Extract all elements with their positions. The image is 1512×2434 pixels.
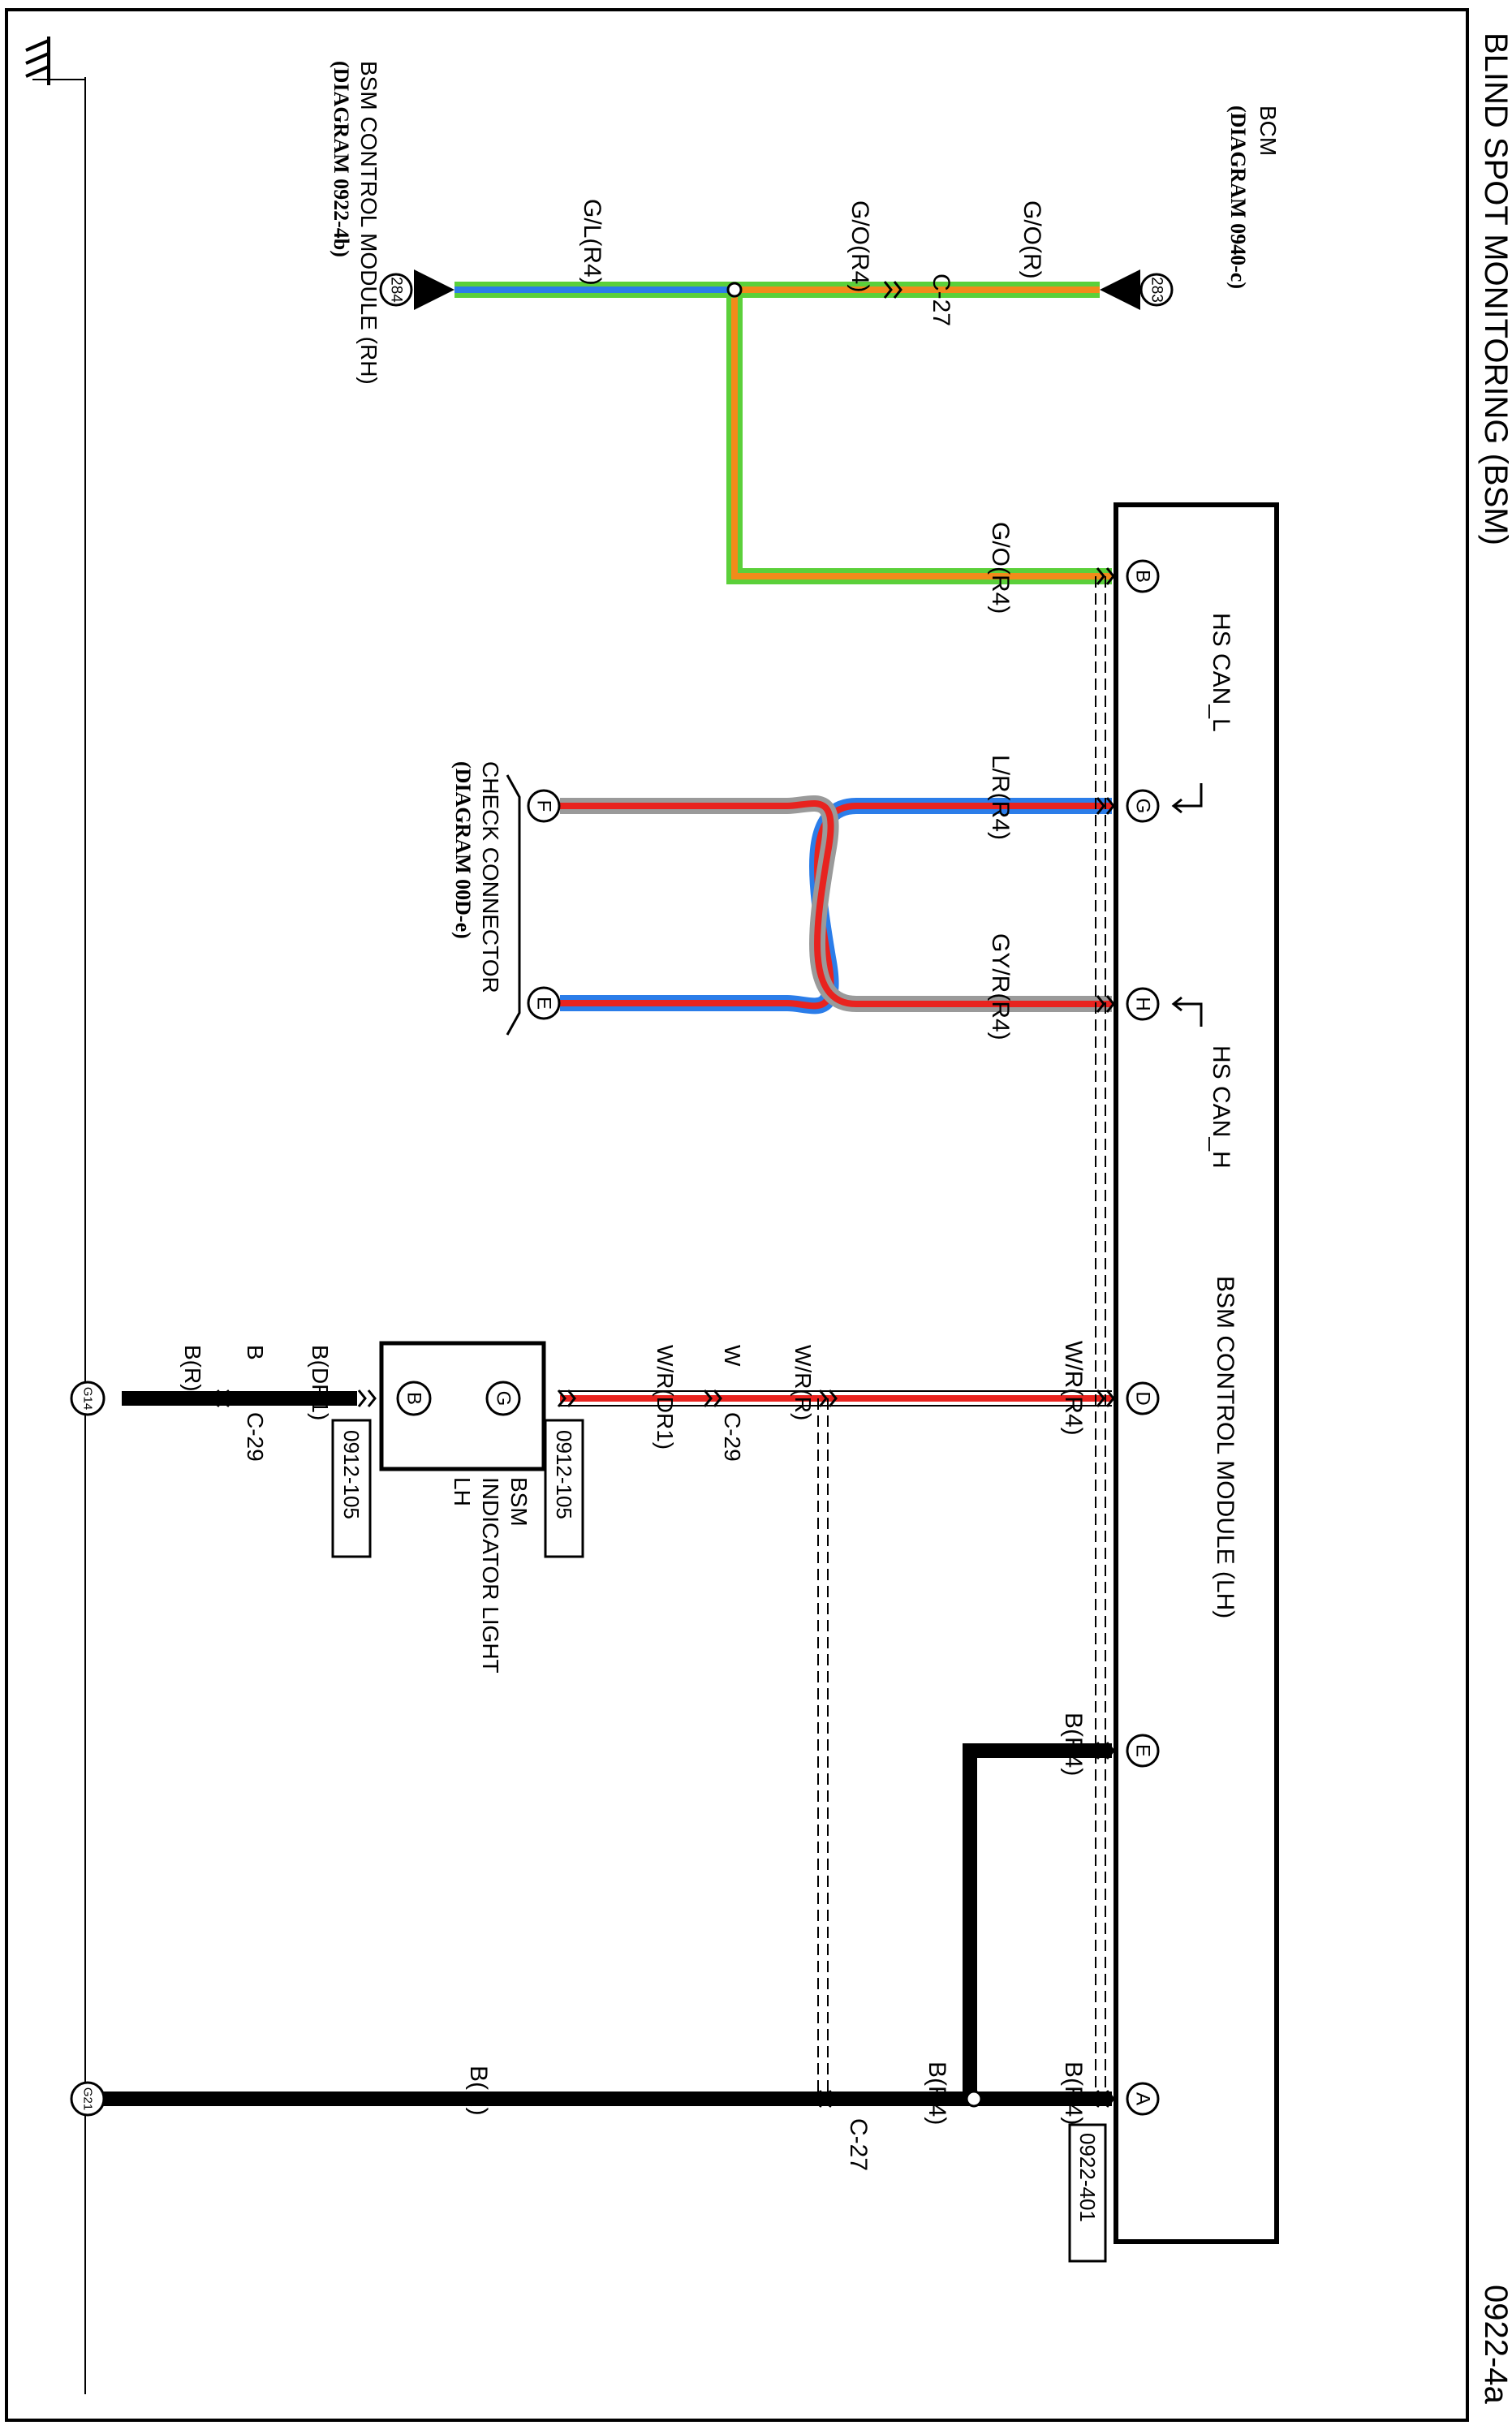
indicator-name-line2: INDICATOR LIGHT (478, 1477, 503, 1674)
check-connector-name: CHECK CONNECTOR (478, 761, 503, 993)
svg-text:F: F (533, 800, 555, 812)
harness-dashes (817, 576, 1106, 2099)
svg-text:G21: G21 (81, 2087, 95, 2110)
check-connector-ref: (DIAGRAM 00D-e) (451, 761, 475, 939)
svg-text:0912-105: 0912-105 (552, 1430, 576, 1519)
wire-label-go-r: G/O(R) (1019, 200, 1045, 279)
bsm-rh-name: BSM CONTROL MODULE (RH) (356, 61, 381, 385)
ground-g14: G14 (70, 1381, 106, 1416)
svg-text:B: B (403, 1392, 425, 1405)
wire-label-pin-h: GY/R(R4) (987, 933, 1014, 1040)
diagram-frame (5, 8, 1469, 2422)
connector-label-c29-bottom: C-29 (243, 1412, 268, 1462)
wire-label-pin-b: G/O(R4) (987, 522, 1014, 614)
page-title: BLIND SPOT MONITORING (BSM) (1478, 32, 1512, 545)
wire-label-b: B (243, 1345, 268, 1360)
svg-text:B: B (1132, 570, 1154, 583)
module-ref-box: 0922-401 (1068, 2123, 1107, 2263)
wire-label-b-r-g21: B(R) (465, 2066, 492, 2116)
wire-label-pin-e: B(R4) (1060, 1712, 1087, 1776)
wire-label-wr-r: W/R(R) (790, 1345, 816, 1420)
bsm-indicator-light: G B (379, 1341, 546, 1471)
ground-bus (25, 37, 86, 2394)
indicator-ref-box-g: 0912-105 (544, 1419, 584, 1558)
wire-label-b-r4-ground: B(R4) (924, 2061, 950, 2125)
hs-can-l-label: HS CAN_L (1208, 613, 1234, 732)
wire-label-pin-g: L/R(R4) (987, 755, 1014, 840)
svg-text:284: 284 (388, 277, 405, 303)
can-h-arrow-icon (1171, 996, 1203, 1027)
can-l-arrow-icon (1171, 783, 1203, 814)
bsm-lh-module-name: BSM CONTROL MODULE (LH) (1212, 1276, 1238, 1618)
bsm-rh-ref: (DIAGRAM 0922-4b) (330, 61, 353, 257)
svg-text:G: G (1132, 799, 1154, 814)
svg-text:0912-105: 0912-105 (339, 1430, 364, 1519)
indicator-name-line1: BSM (506, 1477, 532, 1527)
svg-text:G14: G14 (81, 1387, 95, 1410)
wire-label-pin-d: W/R(R4) (1060, 1341, 1087, 1436)
connector-label-c27-bottom: C-27 (845, 2118, 872, 2171)
bsm-lh-pin-d: D (1126, 1381, 1160, 1415)
svg-text:E: E (1132, 1744, 1154, 1757)
bsm-rh-terminal: 284 (379, 269, 454, 310)
bsm-lh-module-box (1114, 502, 1279, 2244)
bcm-terminal: 283 (1100, 269, 1174, 310)
svg-text:D: D (1132, 1391, 1154, 1405)
svg-text:A: A (1132, 2092, 1154, 2105)
ground-g21: G21 (70, 2081, 106, 2117)
indicator-ref-box-b: 0912-105 (331, 1419, 372, 1558)
wire-label-gl-r4: G/L(R4) (579, 199, 605, 286)
wire-label-wr-dr1: W/R(DR1) (653, 1345, 678, 1450)
wire-label-go-r4-top: G/O(R4) (846, 200, 873, 292)
check-connector: F E (506, 774, 561, 1036)
svg-text:283: 283 (1148, 277, 1165, 303)
bsm-lh-pin-h: H (1126, 987, 1160, 1021)
connector-label-c27-top: C-27 (928, 274, 954, 326)
diagram-number: 0922-4a (1478, 2285, 1512, 2405)
inline-connector-chevrons (216, 281, 902, 2108)
svg-text:H: H (1132, 997, 1154, 1010)
bsm-lh-pin-b: B (1126, 559, 1160, 593)
wire-label-pin-a: B(R4) (1060, 2061, 1087, 2125)
svg-text:0922-401: 0922-401 (1075, 2133, 1100, 2222)
wire-label-b-r-g14: B(R) (180, 1345, 205, 1392)
module-connector-chevrons (1096, 567, 1115, 2108)
bsm-lh-pin-g: G (1126, 789, 1160, 823)
bcm-name: BCM (1256, 106, 1281, 156)
svg-text:E: E (533, 997, 555, 1010)
indicator-name-line3: LH (450, 1477, 475, 1506)
svg-text:G: G (493, 1391, 515, 1407)
bcm-ref: (DIAGRAM 0940-c) (1226, 106, 1250, 289)
splice-junction-ground (965, 2090, 983, 2108)
connector-label-c29-top: C-29 (720, 1412, 745, 1462)
bsm-lh-pin-e: E (1126, 1734, 1160, 1768)
ground-symbol-icon (25, 37, 50, 85)
wire-b-pin-e (963, 1743, 1112, 2099)
hs-can-h-label: HS CAN_H (1208, 1045, 1234, 1169)
wire-go (726, 282, 1112, 584)
bsm-lh-pin-a: A (1126, 2082, 1160, 2116)
splice-junction (726, 282, 743, 298)
wire-label-w: W (720, 1345, 745, 1367)
wire-can-h (560, 795, 1112, 1012)
wire-label-b-dr1: B(DR1) (308, 1345, 333, 1420)
